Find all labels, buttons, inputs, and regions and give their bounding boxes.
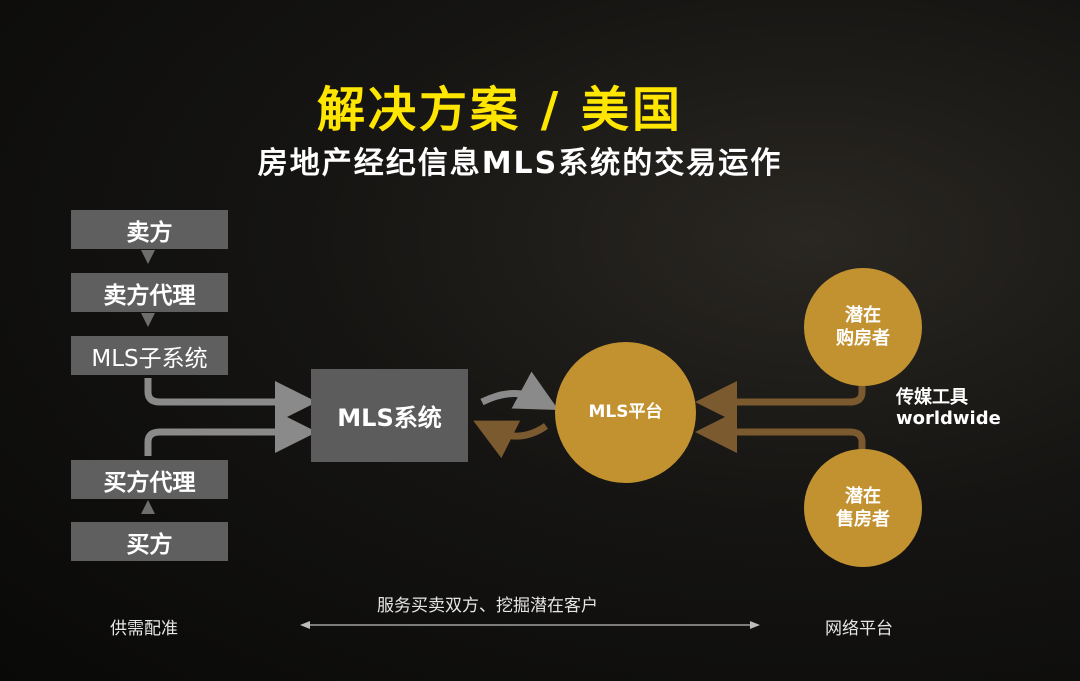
bottom-span-left-head [300, 621, 310, 629]
buyer-agent-box: 买方代理 [71, 460, 228, 499]
mls-system-box: MLS系统 [311, 369, 468, 462]
bottom-left-label: 供需配准 [110, 619, 178, 639]
mls-subsystem-box: MLS子系统 [71, 336, 228, 375]
seller-circle-to-platform-arrow [695, 411, 866, 453]
slide-title: 解决方案 / 美国 [317, 82, 683, 138]
potential-buyer-circle: 潜在 购房者 [804, 268, 922, 386]
seller-box: 卖方 [71, 210, 228, 249]
bottom-right-label: 网络平台 [825, 619, 893, 639]
potential-seller-line1: 潜在 [845, 485, 881, 507]
slide-subtitle: 房地产经纪信息MLS系统的交易运作 [257, 146, 783, 181]
subsystem-to-mls-arrow [144, 378, 317, 423]
media-line1: 传媒工具 [896, 387, 968, 408]
buyer-circle-to-platform-arrow [695, 381, 866, 423]
mls-platform-circle: MLS平台 [555, 342, 696, 483]
chain-arrow-2 [141, 313, 155, 327]
potential-seller-line2: 售房者 [836, 509, 890, 530]
potential-buyer-line1: 潜在 [845, 304, 881, 326]
potential-buyer-line2: 购房者 [836, 328, 890, 349]
seller-agent-box: 卖方代理 [71, 273, 228, 312]
chain-arrow-3 [141, 500, 155, 514]
bottom-center-label: 服务买卖双方、挖掘潜在客户 [377, 596, 598, 616]
bottom-span-right-head [750, 621, 760, 629]
chain-arrow-1 [141, 250, 155, 264]
buyer-box: 买方 [71, 522, 228, 561]
potential-seller-circle: 潜在 售房者 [804, 449, 922, 567]
media-label: 传媒工具 worldwide [896, 387, 1001, 429]
buyer-agent-to-mls-arrow [144, 411, 317, 456]
media-line2: worldwide [896, 407, 1001, 429]
system-to-platform-arrow [480, 371, 559, 410]
platform-to-system-arrow [473, 420, 548, 459]
